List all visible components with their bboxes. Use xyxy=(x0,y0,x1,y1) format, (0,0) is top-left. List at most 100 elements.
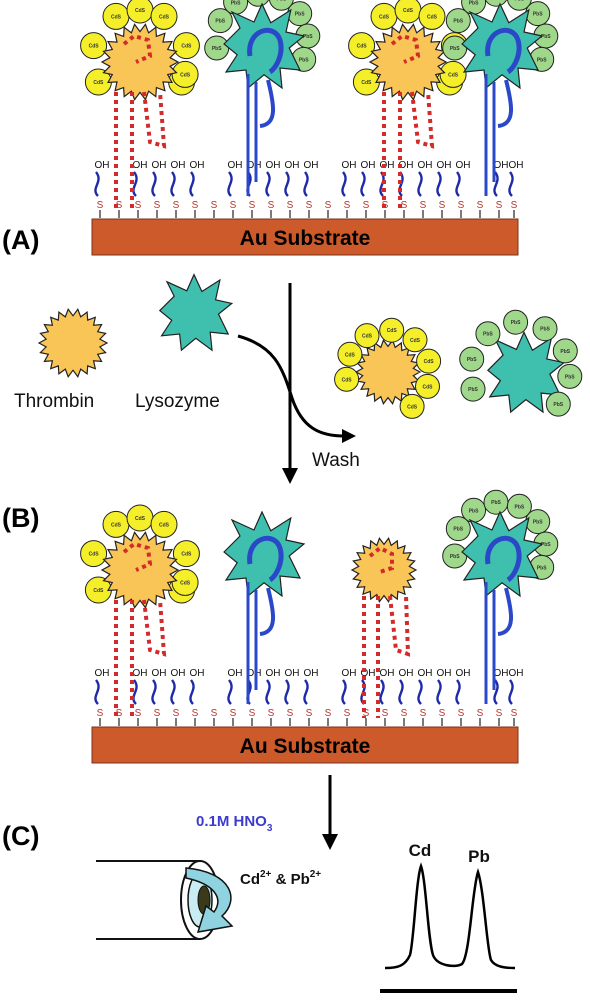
cds-conjugate-tag-5: CdS xyxy=(416,348,442,374)
thrombin-aptamer-loop xyxy=(122,33,153,64)
pbs-tag-label: PbS xyxy=(515,0,525,2)
sulfur-atom: S xyxy=(173,708,180,719)
pbs-conjugate-tag-bead xyxy=(503,309,529,335)
hydroxyl-group: OH xyxy=(342,160,357,171)
pbs-tag-label: PbS xyxy=(453,19,463,25)
pbs-conjugate-tag-label: PbS xyxy=(565,374,575,380)
pbs-conjugate-tag-bead xyxy=(545,391,571,417)
thrombin-aptamer-loop xyxy=(390,33,421,64)
pbs-tag-5: PbS xyxy=(525,1,551,27)
sulfur-atom: S xyxy=(477,200,484,211)
process-arrow-1-head xyxy=(282,468,298,484)
panel-c: (C) 0.1M HNO3 Cd2+ & Pb2+ Cd Pb xyxy=(2,775,517,993)
lysozyme-bound xyxy=(461,2,544,90)
pbs-tag-label: PbS xyxy=(450,46,460,52)
hydroxyl-group: OH xyxy=(342,668,357,679)
alkyl-chain xyxy=(170,679,176,705)
sulfur-atom: S xyxy=(344,200,351,211)
sulfur-atom: S xyxy=(97,200,104,211)
pbs-conjugate-tag-7: PbS xyxy=(545,391,571,417)
sulfur-atom: S xyxy=(154,708,161,719)
acid-label: 0.1M HNO3 xyxy=(196,813,273,834)
cds-tag-bead xyxy=(172,540,200,568)
pbs-tag-label: PbS xyxy=(541,34,551,40)
pbs-tag-label: PbS xyxy=(469,508,479,514)
voltammogram-trace xyxy=(384,862,516,970)
lysozyme-label: Lysozyme xyxy=(135,391,220,412)
cds-tag-7: CdS xyxy=(171,60,199,88)
lysozyme-bound xyxy=(461,510,544,598)
lysozyme-captured-aptamer-fold xyxy=(259,587,275,636)
cds-tag-label: CdS xyxy=(180,580,191,586)
hydroxyl-group: OH xyxy=(418,668,433,679)
alkyl-chain xyxy=(189,171,195,197)
lysozyme-free-shape xyxy=(158,273,234,352)
pbs-tag-1: PbS xyxy=(207,8,233,34)
pbs-conjugate-tag-label: PbS xyxy=(483,332,493,338)
cds-tag-label: CdS xyxy=(93,80,104,86)
sulfur-atom: S xyxy=(230,200,237,211)
thrombin-captured-hairpin xyxy=(388,595,411,657)
lysozyme-pbs-conjugate xyxy=(487,330,566,414)
alkyl-chain xyxy=(508,171,514,197)
pbs-tag-bead xyxy=(445,516,471,542)
pbs-conjugate-tag-bead xyxy=(557,363,583,389)
cds-conjugate-tag-label: CdS xyxy=(362,334,373,340)
hydroxyl-group: OH xyxy=(437,668,452,679)
pbs-tag-label: PbS xyxy=(541,542,551,548)
alkyl-chain xyxy=(455,171,461,197)
hydroxyl-group: OH xyxy=(95,668,110,679)
alkyl-chain xyxy=(455,679,461,705)
alkyl-chain xyxy=(151,171,157,197)
alkyl-chain xyxy=(94,679,100,705)
thrombin-aptamer-hairpin xyxy=(142,91,167,149)
cds-conjugate-tag-bead xyxy=(354,323,380,349)
au-substrate-a xyxy=(91,218,519,256)
pbs-conjugate-tag-label: PbS xyxy=(468,387,478,393)
pbs-tag-0: PbS xyxy=(442,35,468,61)
pbs-conjugate-tag-5: PbS xyxy=(552,338,578,364)
lysozyme-aptamer-fold xyxy=(497,79,513,128)
alkyl-chain xyxy=(94,171,100,197)
pb-ion-charge: 2+ xyxy=(310,869,322,880)
cds-tag-3: CdS xyxy=(126,504,154,532)
sulfur-atom: S xyxy=(496,200,503,211)
cds-tag-7: CdS xyxy=(171,568,199,596)
cds-conjugate-tag-label: CdS xyxy=(410,338,421,344)
wash-label: Wash xyxy=(312,450,360,471)
sulfur-atom: S xyxy=(268,200,275,211)
cds-tag-label: CdS xyxy=(427,14,438,20)
cds-conjugate-tag-label: CdS xyxy=(387,328,398,334)
panel-a-label: (A) xyxy=(2,225,39,255)
cds-conjugate-tag-bead xyxy=(334,366,360,392)
pbs-tag-label: PbS xyxy=(215,19,225,25)
pbs-tag-label: PbS xyxy=(450,554,460,560)
sulfur-atom: S xyxy=(401,200,408,211)
cds-tag-label: CdS xyxy=(357,44,368,50)
hydroxyl-group: OH xyxy=(247,668,262,679)
hydroxyl-group: OH xyxy=(171,668,186,679)
pbs-tag-4: PbS xyxy=(269,0,294,11)
released-ions-label: Cd2+ & Pb2+ xyxy=(240,869,321,888)
pbs-tag-label: PbS xyxy=(303,34,313,40)
alkyl-chain xyxy=(170,171,176,197)
pbs-tag-4: PbS xyxy=(506,493,532,519)
hydroxyl-group: OH xyxy=(190,668,205,679)
hydroxyl-group: OH xyxy=(133,668,148,679)
alkyl-chain xyxy=(265,171,271,197)
sulfur-atom: S xyxy=(458,708,465,719)
alkyl-chain xyxy=(379,679,385,705)
thrombin-captured-loop xyxy=(368,545,394,574)
au-substrate-b xyxy=(91,726,519,764)
pbs-conjugate-tag-2: PbS xyxy=(475,321,501,347)
hydroxyl-group: OH xyxy=(456,160,471,171)
alkyl-chain xyxy=(493,679,499,705)
cds-tag-label: CdS xyxy=(93,588,104,594)
lysozyme-captured-hook xyxy=(247,535,284,583)
pbs-tag-label: PbS xyxy=(537,57,547,63)
peak-label-pb: Pb xyxy=(468,847,490,866)
pbs-tag-label: PbS xyxy=(469,0,479,6)
sulfur-atom: S xyxy=(97,708,104,719)
